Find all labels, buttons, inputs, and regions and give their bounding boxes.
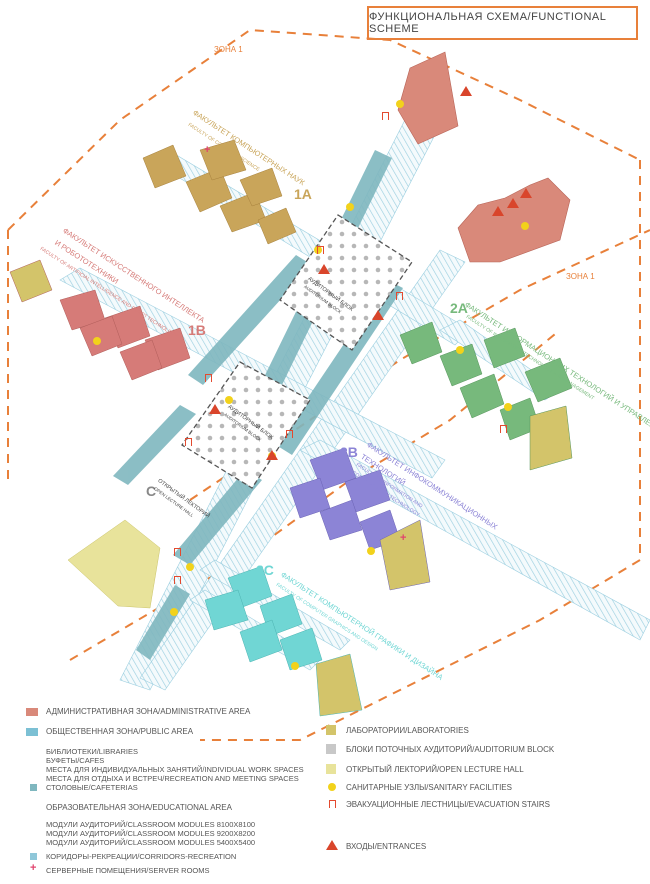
evacuation-stair-marker	[317, 246, 324, 254]
sanitary-marker	[367, 547, 375, 555]
open-lecture-code: C	[146, 483, 157, 499]
sanitary-marker	[93, 337, 101, 345]
zone-1-label-top: ЗОНА 1	[214, 45, 243, 54]
evacuation-stair-marker	[174, 548, 181, 556]
legend-open-lecture-label: ОТКРЫТЫЙ ЛЕКТОРИЙ/OPEN LECTURE HALL	[346, 765, 524, 774]
legend-public-item: МЕСТА ДЛЯ ИНДИВИДУАЛЬНЫХ ЗАНЯТИЙ/INDIVID…	[46, 765, 304, 774]
legend-lab-label: ЛАБОРАТОРИИ/LABORATORIES	[346, 726, 469, 735]
legend-corridor-label: КОРИДОРЫ-РЕКРЕАЦИИ/CORRIDORS-RECREATION	[46, 852, 237, 861]
legend-edu-item: МОДУЛИ АУДИТОРИЙ/CLASSROOM MODULES 8100X…	[46, 820, 256, 829]
diagram-title: ФУНКЦИОНАЛЬНАЯ СХЕМА/FUNCTIONAL SCHEME	[367, 6, 638, 40]
legend-sanitary-icon	[328, 783, 336, 791]
faculty-2b-modules	[289, 447, 431, 591]
sanitary-marker	[170, 608, 178, 616]
evacuation-stair-marker	[205, 374, 212, 382]
entrance-marker	[266, 450, 278, 460]
faculty-1a-modules	[142, 139, 297, 245]
server-room-marker: +	[400, 532, 407, 544]
evacuation-stair-marker	[174, 576, 181, 584]
legend-lab-swatch	[326, 725, 336, 735]
entrance-marker	[460, 86, 472, 96]
faculty-1a-code: 1A	[294, 186, 312, 202]
legend-server-icon: +	[30, 862, 37, 874]
faculty-2b-code: 2B	[340, 444, 358, 460]
auditorium-blocks	[181, 214, 413, 489]
entrance-marker	[492, 206, 504, 216]
entrance-marker	[507, 198, 519, 208]
legend-cafeteria-label: СТОЛОВЫЕ/CAFETERIAS	[46, 783, 138, 792]
evacuation-stair-marker	[500, 425, 507, 433]
sanitary-marker	[291, 662, 299, 670]
legend-stairs-icon	[329, 800, 336, 808]
legend-public-item: БИБЛИОТЕКИ/LIBRARIES	[46, 747, 138, 756]
legend-corridor-swatch	[30, 853, 37, 860]
legend-edu-item: МОДУЛИ АУДИТОРИЙ/CLASSROOM MODULES 5400X…	[46, 838, 256, 847]
sanitary-marker	[456, 346, 464, 354]
legend-entrance-icon	[326, 840, 338, 850]
faculty-2c-code: 2C	[256, 562, 274, 578]
legend-auditorium-label: БЛОКИ ПОТОЧНЫХ АУДИТОРИЙ/AUDITORIUM BLOC…	[346, 745, 555, 754]
legend-admin-label: АДМИНИСТРАТИВНАЯ ЗОНА/ADMINISTRATIVE ARE…	[46, 707, 251, 716]
sanitary-marker	[504, 403, 512, 411]
sanitary-marker	[396, 100, 404, 108]
legend-sanitary-label: САНИТАРНЫЕ УЗЛЫ/SANITARY FACILITIES	[346, 783, 512, 792]
legend-stairs-label: ЭВАКУАЦИОННЫЕ ЛЕСТНИЦЫ/EVACUATION STAIRS	[346, 800, 550, 809]
legend-open-lecture-swatch	[326, 764, 336, 774]
sanitary-marker	[186, 563, 194, 571]
open-lecture-hall	[67, 519, 161, 609]
entrance-marker	[520, 188, 532, 198]
sanitary-marker	[346, 203, 354, 211]
legend-server-label: СЕРВЕРНЫЕ ПОМЕЩЕНИЯ/SERVER ROOMS	[46, 866, 210, 875]
server-room-marker: +	[204, 144, 211, 156]
faculty-2a-modules	[399, 321, 573, 471]
faculty-2a-code: 2A	[450, 300, 468, 316]
legend-edu-item: МОДУЛИ АУДИТОРИЙ/CLASSROOM MODULES 9200X…	[46, 829, 256, 838]
evacuation-stair-marker	[382, 112, 389, 120]
entrance-marker	[209, 404, 221, 414]
faculty-2c-modules	[204, 565, 363, 717]
admin-area	[397, 51, 571, 263]
legend-admin-swatch	[26, 708, 38, 716]
legend-public-label: ОБЩЕСТВЕННАЯ ЗОНА/PUBLIC AREA	[46, 727, 194, 736]
zone-1-label-right: ЗОНА 1	[566, 272, 595, 281]
legend-entrance-label: ВХОДЫ/ENTRANCES	[346, 842, 427, 851]
evacuation-stair-marker	[185, 438, 192, 446]
sanitary-marker	[314, 246, 322, 254]
faculty-1b-modules	[9, 259, 191, 381]
legend-public-item: БУФЕТЫ/CAFES	[46, 756, 105, 765]
sanitary-marker	[521, 222, 529, 230]
faculty-1b-code: 1B	[188, 322, 206, 338]
entrance-marker	[372, 310, 384, 320]
legend-cafeteria-swatch	[30, 784, 37, 791]
legend-educational-label: ОБРАЗОВАТЕЛЬНАЯ ЗОНА/EDUCATIONAL AREA	[46, 803, 232, 812]
evacuation-stair-marker	[396, 292, 403, 300]
entrance-marker	[318, 264, 330, 274]
evacuation-stair-marker	[286, 430, 293, 438]
legend-public-swatch	[26, 728, 38, 736]
legend-public-item: МЕСТА ДЛЯ ОТДЫХА И ВСТРЕЧ/RECREATION AND…	[46, 774, 299, 783]
sanitary-marker	[225, 396, 233, 404]
legend-auditorium-swatch	[326, 744, 336, 754]
